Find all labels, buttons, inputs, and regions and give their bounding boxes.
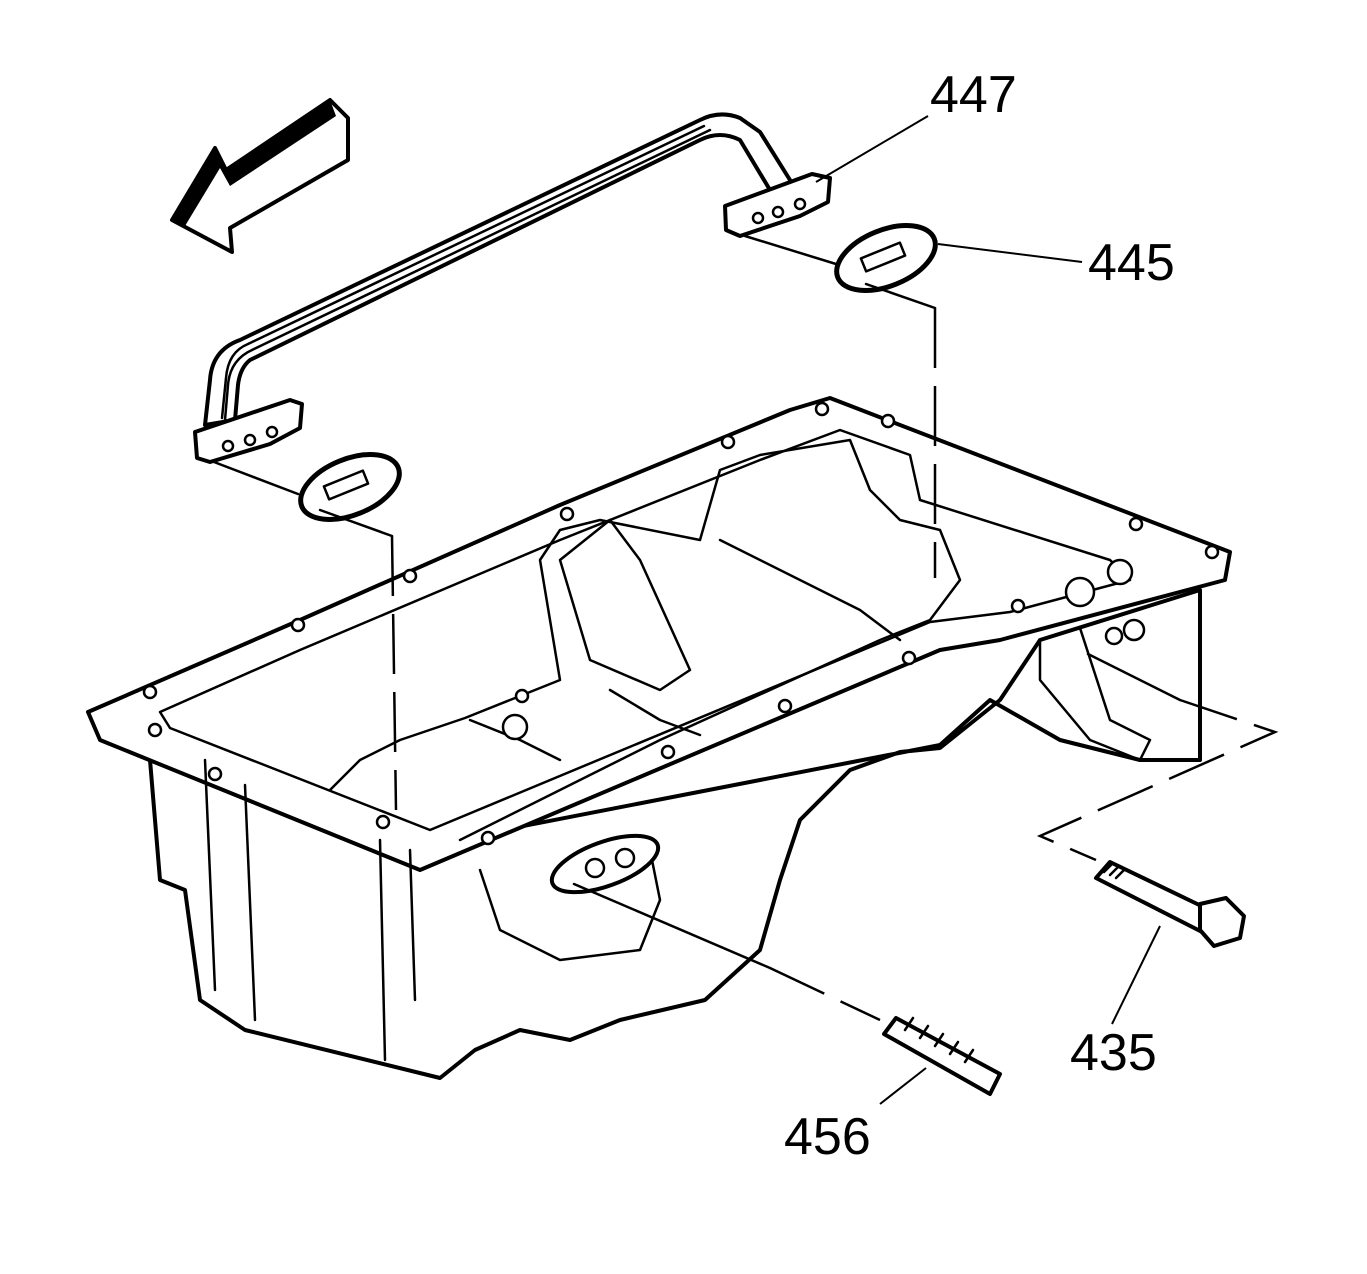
- bolt: [1094, 860, 1246, 948]
- oil-cooler-pipe: [193, 112, 832, 464]
- callout-435: 435: [1070, 1024, 1157, 1082]
- gasket-left: [298, 452, 402, 522]
- oil-pan: [86, 396, 1232, 1080]
- front-direction-arrow-icon: [170, 98, 350, 254]
- callout-447: 447: [930, 66, 1017, 124]
- callout-445: 445: [1088, 234, 1175, 292]
- assembly-lines: [212, 234, 1279, 1022]
- callout-456: 456: [784, 1108, 871, 1166]
- leader-lines: [815, 115, 1161, 1105]
- stud: [882, 1016, 1002, 1096]
- gasket-right: [834, 223, 938, 293]
